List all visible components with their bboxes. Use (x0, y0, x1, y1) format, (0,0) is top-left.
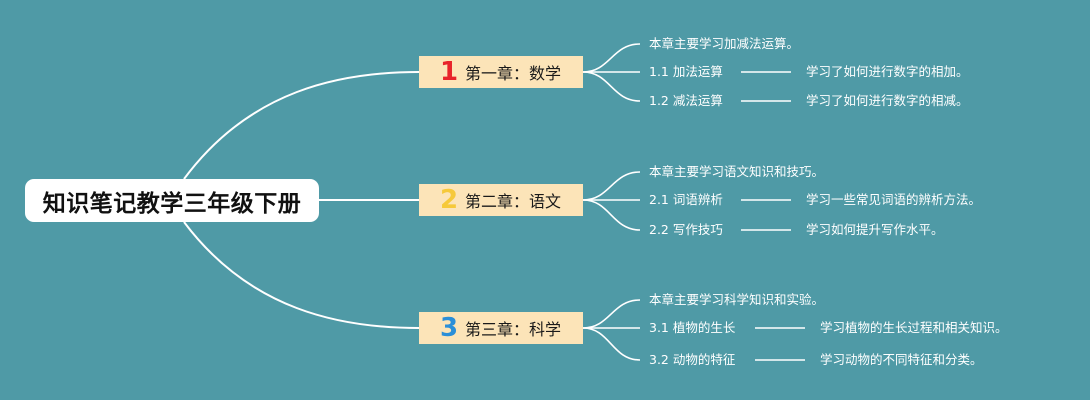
chapter-2-topic-1-detail: 学习一些常见词语的辨析方法。 (806, 192, 982, 207)
chapter-1-topic-1-detail: 学习了如何进行数字的相加。 (806, 64, 969, 79)
chapter-2-summary: 本章主要学习语文知识和技巧。 (649, 164, 825, 179)
chapter-3-topic-2-detail: 学习动物的不同特征和分类。 (820, 352, 983, 367)
chapter-3-topic-1[interactable]: 3.1 植物的生长 (649, 320, 736, 335)
chapter-3-topic-1-detail: 学习植物的生长过程和相关知识。 (820, 320, 1008, 335)
chapter-number-1: 1 (439, 57, 459, 87)
link-ch2-topic-2 (582, 199, 641, 231)
link-ch2-summary (582, 171, 641, 201)
chapter-1-topic-1[interactable]: 1.1 加法运算 (649, 64, 723, 79)
link-ch1-topic-2 (582, 71, 641, 102)
chapter-title-3: 第三章：科学 (465, 320, 562, 339)
chapter-node-3[interactable]: 3 第三章：科学 (419, 312, 583, 344)
link-ch3-summary (582, 299, 641, 329)
link-root-chapter-3 (183, 221, 420, 329)
link-root-chapter-1 (183, 71, 420, 180)
chapter-1-summary: 本章主要学习加减法运算。 (649, 36, 800, 51)
link-ch3-topic-2 (582, 327, 641, 361)
chapter-3-summary: 本章主要学习科学知识和实验。 (649, 292, 825, 307)
chapter-2-topic-2-detail: 学习如何提升写作水平。 (806, 222, 944, 237)
link-ch1-summary (582, 43, 641, 73)
chapter-number-2: 2 (439, 185, 459, 215)
chapter-1-topic-2[interactable]: 1.2 减法运算 (649, 93, 723, 108)
root-title: 知识笔记教学三年级下册 (42, 190, 302, 217)
chapter-title-2: 第二章：语文 (465, 192, 562, 211)
chapter-number-3: 3 (439, 313, 459, 343)
chapter-node-2[interactable]: 2 第二章：语文 (419, 184, 583, 216)
chapter-3-topic-2[interactable]: 3.2 动物的特征 (649, 352, 736, 367)
chapter-node-1[interactable]: 1 第一章：数学 (419, 56, 583, 88)
chapter-2-topic-1[interactable]: 2.1 词语辨析 (649, 192, 723, 207)
root-node[interactable]: 知识笔记教学三年级下册 (25, 179, 319, 222)
chapter-2-topic-2[interactable]: 2.2 写作技巧 (649, 222, 723, 237)
chapter-title-1: 第一章：数学 (465, 64, 562, 83)
chapter-1-topic-2-detail: 学习了如何进行数字的相减。 (806, 93, 969, 108)
